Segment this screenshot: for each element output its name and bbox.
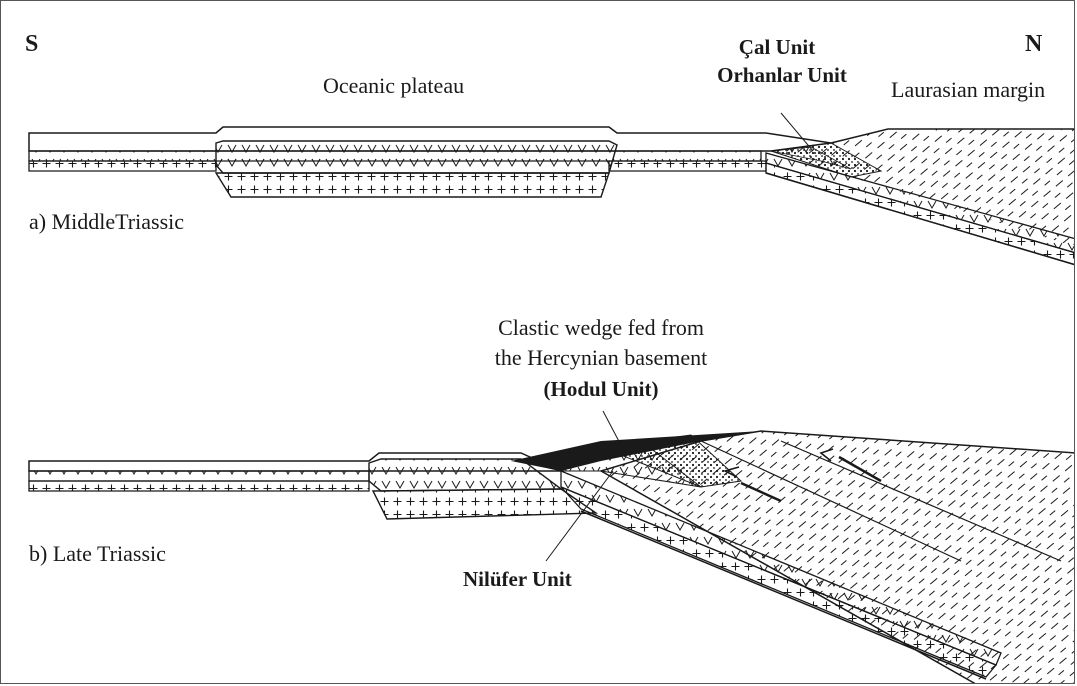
panel-b-caption: b) Late Triassic — [29, 541, 166, 567]
panel-a-caption: a) MiddleTriassic — [29, 209, 184, 235]
nilufer-unit-label: Nilüfer Unit — [463, 567, 572, 592]
hodul-unit-label: (Hodul Unit) — [501, 377, 701, 402]
panel-b-section — [29, 411, 1075, 684]
south-label: S — [25, 31, 38, 58]
ocean-volcanic-layer-b — [29, 471, 369, 481]
ocean-gabbro-layer-a — [29, 161, 216, 171]
plateau-volcanic-a — [216, 141, 617, 173]
plateau-gabbro-b — [373, 489, 596, 519]
panel-a-section — [29, 113, 1075, 265]
clastic-wedge-label-line1: Clastic wedge fed from — [471, 315, 731, 341]
north-label: N — [1025, 31, 1042, 58]
laurasian-margin-label: Laurasian margin — [891, 77, 1045, 103]
ocean-gabbro-east-a — [609, 161, 766, 171]
orhanlar-unit-label: Orhanlar Unit — [697, 63, 867, 88]
clastic-wedge-label-line2: the Hercynian basement — [451, 345, 751, 371]
ocean-gabbro-layer-b — [29, 481, 369, 491]
cal-unit-label: Çal Unit — [707, 35, 847, 60]
oceanic-plateau-label: Oceanic plateau — [323, 73, 464, 99]
plateau-gabbro-a — [216, 173, 609, 197]
